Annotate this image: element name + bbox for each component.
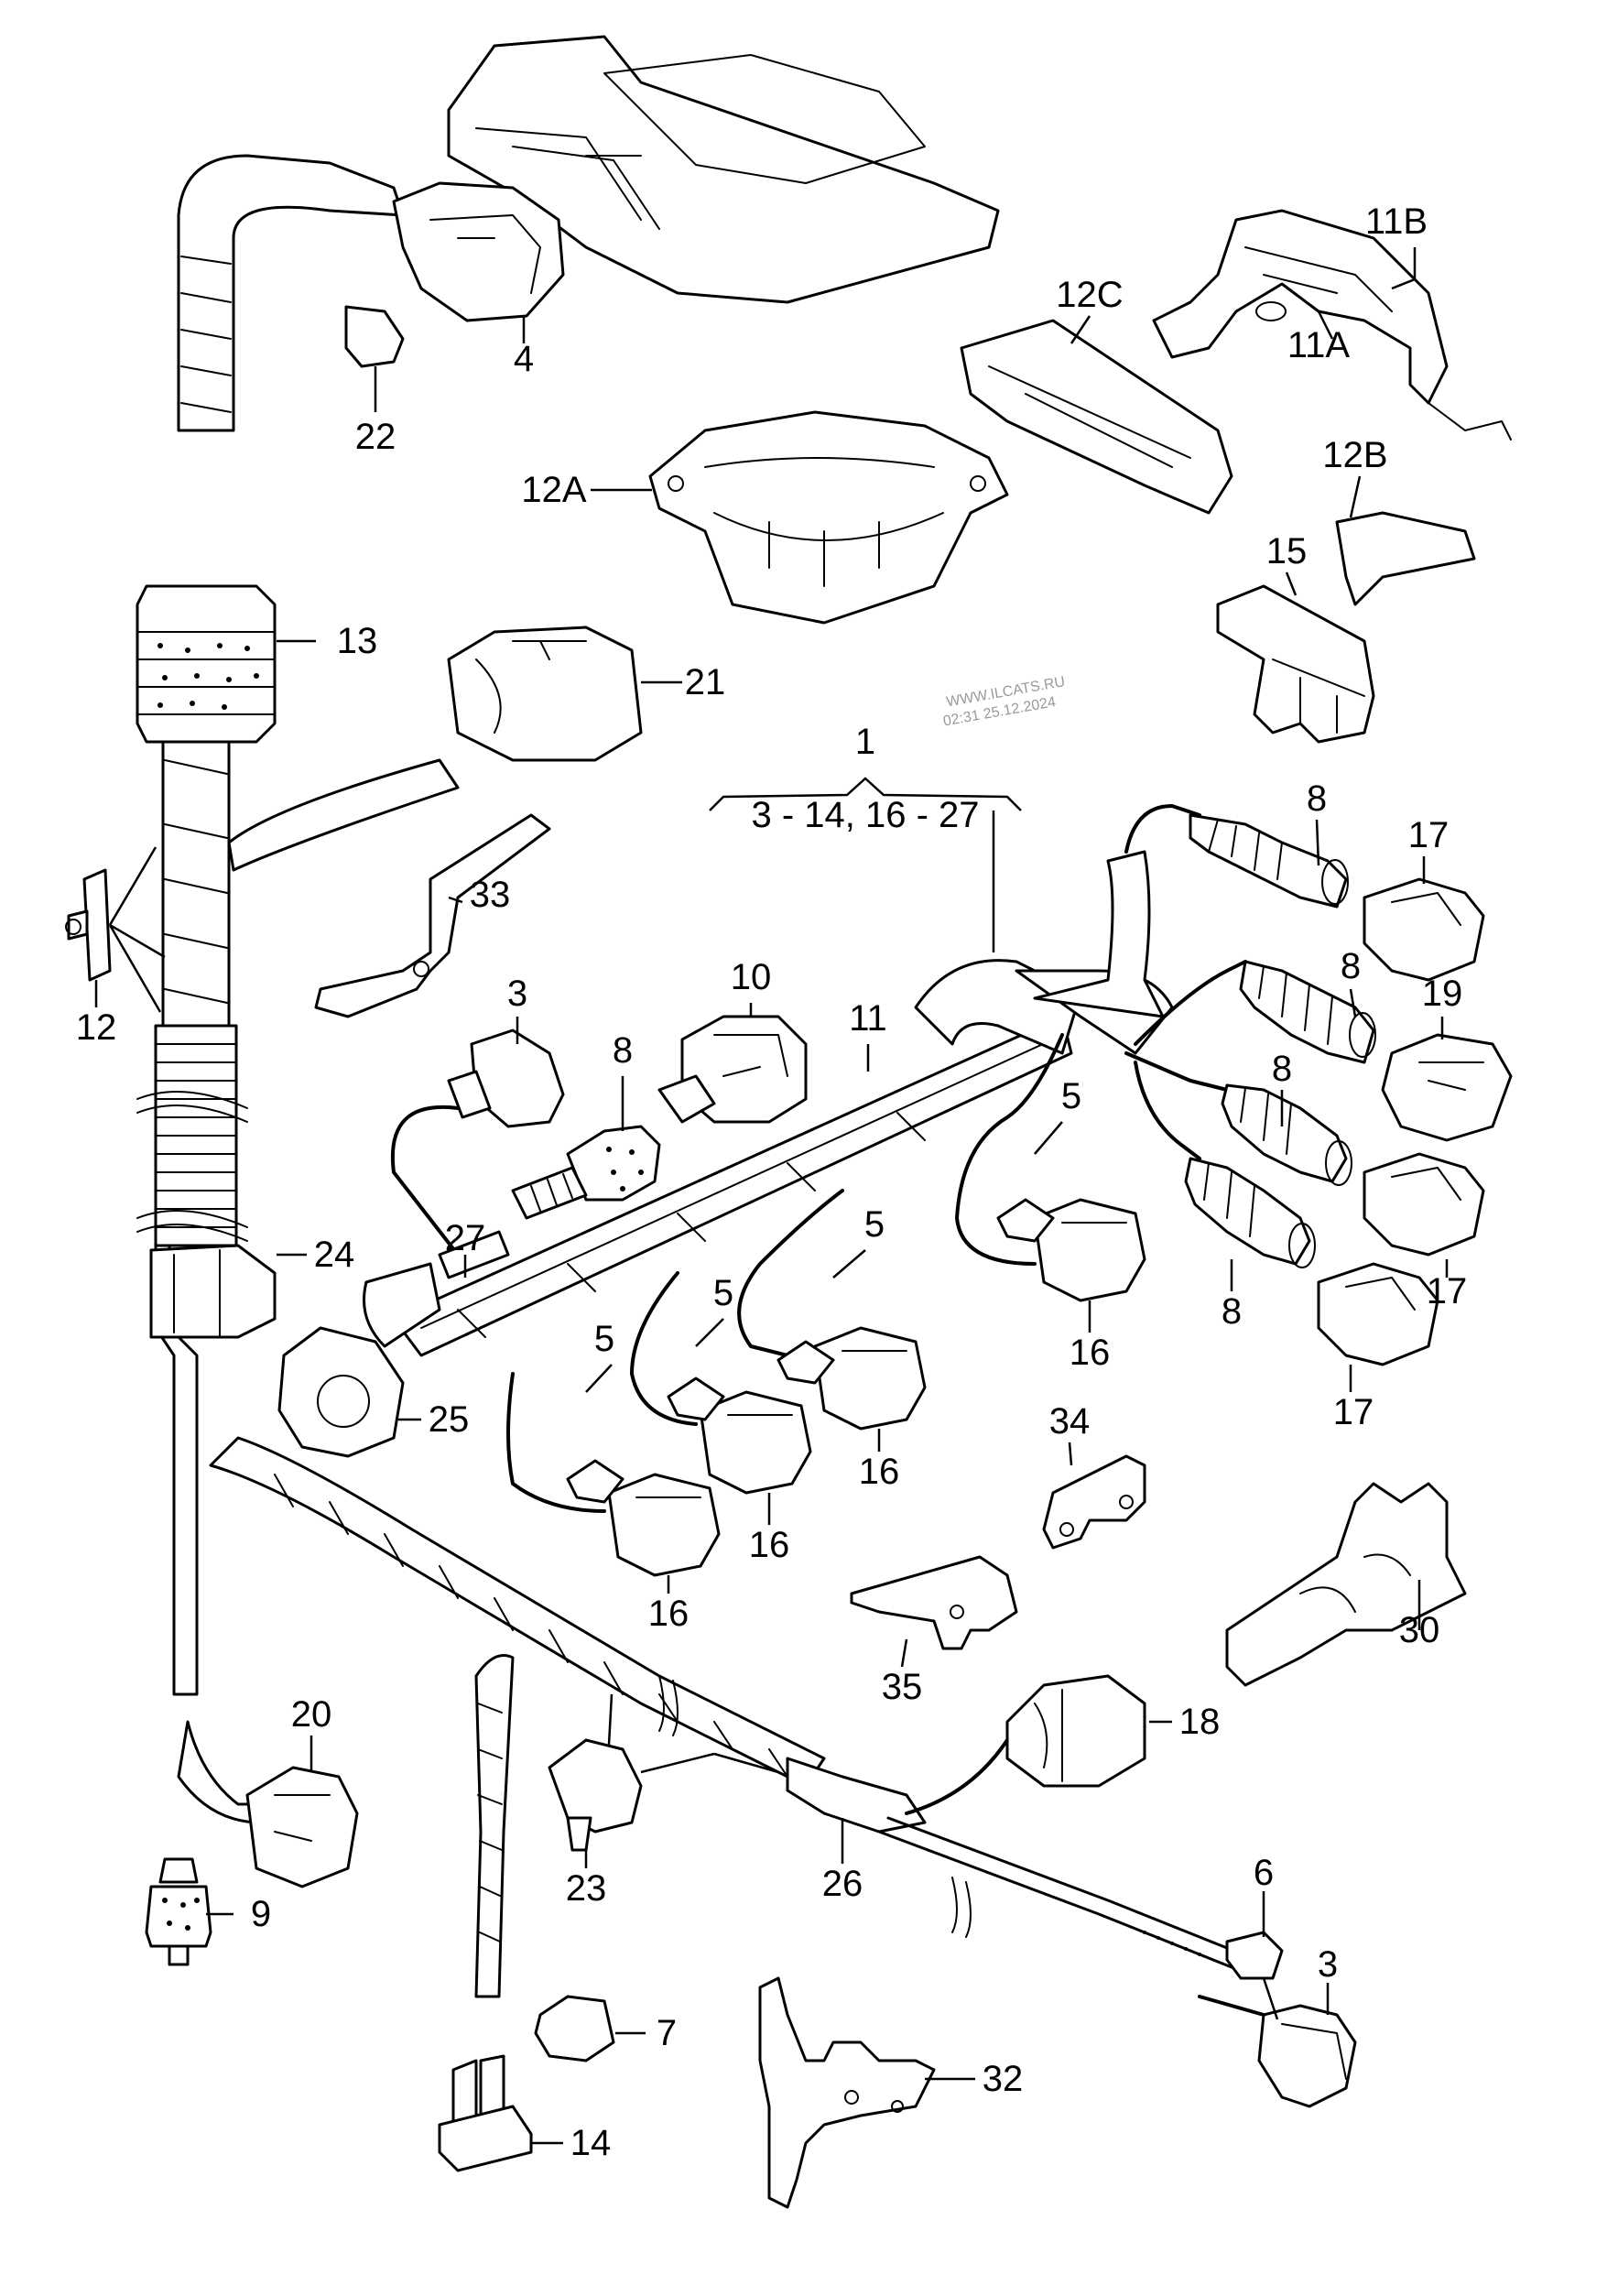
callout-22: 22	[355, 417, 396, 457]
connector-18	[1005, 1674, 1146, 1788]
injector-seal-8-mid	[1239, 960, 1376, 1064]
injector-seal-8-top	[1189, 813, 1349, 909]
connector-17-mid	[1363, 1152, 1485, 1257]
branch-wires-right	[1033, 804, 1247, 1160]
group-range-label: 3 - 14, 16 - 27	[751, 795, 979, 835]
bracket-33	[314, 813, 551, 1018]
plate-15	[1216, 584, 1375, 744]
seal-8-upper	[511, 1125, 661, 1220]
callout-8-lower: 8	[1272, 1049, 1292, 1089]
callout-17-top: 17	[1408, 815, 1450, 855]
callout-10: 10	[731, 957, 772, 997]
callout-8-upper: 8	[613, 1030, 633, 1071]
main-harness-trunk	[154, 154, 405, 1696]
callout-16-c: 16	[749, 1525, 790, 1565]
callout-11: 11	[849, 998, 887, 1039]
connector-4	[392, 181, 565, 322]
sensor-23	[548, 1738, 643, 1852]
callout-16-a: 16	[1070, 1333, 1111, 1373]
bracket-11A-11B	[1152, 209, 1512, 441]
bracket-12C	[960, 319, 1233, 515]
grommet-13	[136, 584, 277, 744]
callout-12A: 12A	[521, 470, 586, 510]
lower-harness	[209, 1436, 1265, 2017]
callout-8-top: 8	[1307, 778, 1327, 819]
callout-23: 23	[566, 1868, 607, 1909]
callout-32: 32	[983, 2059, 1024, 2099]
break-markers	[136, 1091, 972, 1938]
callout-12B: 12B	[1322, 435, 1387, 475]
injector-seal-8-bottom	[1184, 1157, 1316, 1268]
callout-13: 13	[337, 621, 378, 661]
callout-4: 4	[514, 339, 534, 379]
group-label: 1	[855, 722, 875, 762]
connector-25	[277, 1326, 405, 1458]
connector-17-top	[1363, 877, 1485, 982]
callout-19: 19	[1422, 974, 1463, 1014]
watermark: WWW.ILCATS.RU 02:31 25.12.2024	[942, 674, 1067, 729]
callout-16-b: 16	[859, 1452, 900, 1492]
callout-6: 6	[1254, 1853, 1274, 1893]
bracket-32	[758, 1976, 936, 2209]
callout-12: 12	[76, 1007, 117, 1048]
callout-7: 7	[657, 2013, 677, 2053]
callout-14: 14	[570, 2123, 612, 2163]
plate-12B	[1335, 511, 1476, 606]
control-unit-housing	[447, 35, 1000, 304]
callout-3-lower: 3	[1318, 1944, 1338, 1985]
leader-lines	[94, 247, 1449, 2145]
plug-7	[534, 1995, 615, 2062]
clip-24	[149, 1244, 277, 1339]
bracket-35	[850, 1555, 1018, 1650]
connector-19	[1381, 1033, 1513, 1142]
connector-20	[177, 1720, 359, 1888]
callout-16-d: 16	[648, 1594, 690, 1634]
callout-30: 30	[1399, 1610, 1440, 1650]
callout-26: 26	[822, 1864, 863, 1904]
callout-9: 9	[251, 1894, 271, 1934]
connector-21	[227, 626, 643, 872]
callout-8-bottom: 8	[1222, 1291, 1242, 1332]
grommet-12A	[648, 410, 1009, 625]
callout-24: 24	[314, 1235, 355, 1275]
callout-35: 35	[882, 1667, 923, 1707]
callout-21: 21	[685, 662, 726, 702]
bracket-34	[1042, 1454, 1146, 1550]
wire-27	[438, 1230, 510, 1279]
clip-6	[1225, 1931, 1284, 1980]
injector-seal-8-lower	[1221, 1083, 1352, 1186]
clip-12	[65, 868, 112, 982]
connector-10	[657, 1015, 808, 1124]
callout-5-b: 5	[864, 1204, 885, 1245]
callout-11B: 11B	[1365, 201, 1428, 242]
callout-5-d: 5	[594, 1319, 614, 1359]
injector-harness-11	[363, 959, 1174, 1357]
callout-27: 27	[445, 1218, 486, 1258]
callout-17-bottom: 17	[1333, 1392, 1374, 1432]
clip-22	[344, 305, 405, 368]
callout-25: 25	[429, 1399, 470, 1440]
connector-3-lower	[1257, 2004, 1357, 2108]
callout-33: 33	[470, 875, 511, 915]
callout-17-mid: 17	[1427, 1271, 1468, 1311]
callout-20: 20	[291, 1694, 332, 1735]
callout-5-a: 5	[1061, 1076, 1081, 1116]
callout-5-c: 5	[713, 1273, 733, 1313]
bracket-30	[1225, 1482, 1467, 1687]
connector-3-upper	[390, 1028, 565, 1257]
callout-labels: 4 22 11B 11A 12C 12A 12B 15 13 21 12 33 …	[76, 201, 1468, 2163]
callout-8-mid: 8	[1341, 946, 1361, 986]
connector-17-bottom	[1317, 1262, 1439, 1366]
sensor-9	[145, 1857, 212, 1966]
callout-34: 34	[1049, 1401, 1091, 1442]
injector-connectors-16	[506, 1033, 1146, 1577]
callout-12C: 12C	[1056, 275, 1123, 315]
callout-15: 15	[1266, 531, 1308, 571]
callout-11A: 11A	[1287, 325, 1351, 365]
lower-branch-14	[438, 1654, 533, 2172]
callout-18: 18	[1179, 1702, 1221, 1742]
callout-3-upper: 3	[507, 974, 527, 1014]
